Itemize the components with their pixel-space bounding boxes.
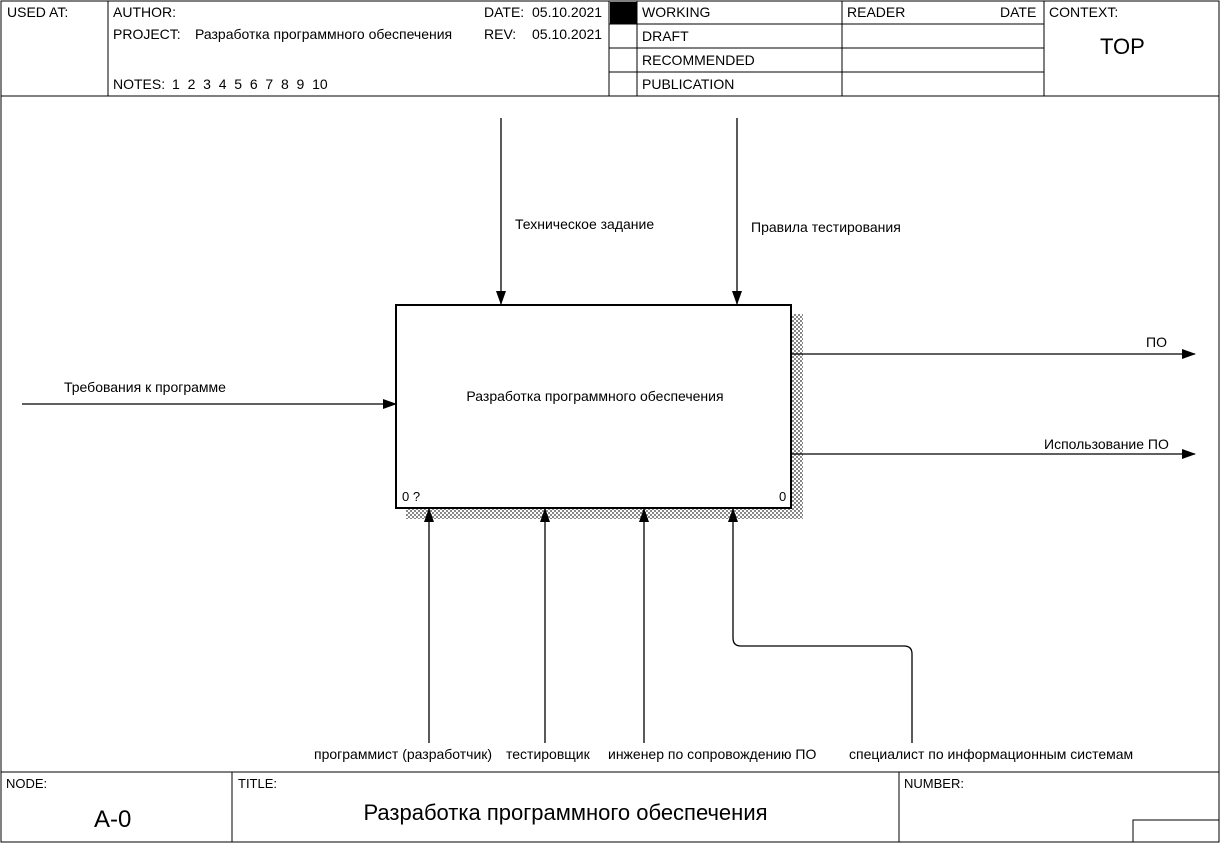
project-label: PROJECT:	[113, 26, 181, 42]
status-recommended[interactable]: RECOMMENDED	[642, 52, 755, 68]
activity-label: Разработка программного обеспечения	[466, 388, 724, 404]
status-draft[interactable]: DRAFT	[642, 28, 689, 44]
used-at-label: USED AT:	[7, 4, 69, 20]
title-label: TITLE:	[238, 776, 278, 791]
reader-label: READER	[847, 4, 906, 20]
notes-label: NOTES:	[113, 76, 166, 92]
rev-label: REV:	[484, 26, 517, 42]
activity-number: 0	[779, 489, 787, 504]
status-publication[interactable]: PUBLICATION	[642, 76, 735, 92]
author-label: AUTHOR:	[113, 4, 176, 20]
project-value: Разработка программного обеспечения	[195, 26, 453, 42]
input-label: Требования к программе	[64, 379, 226, 395]
node-label: NODE:	[6, 776, 48, 791]
page-title: Разработка программного обеспечения	[363, 800, 768, 825]
mechanism-label-3: инженер по сопровождению ПО	[608, 746, 817, 762]
mechanism-label-2: тестировщик	[506, 746, 590, 762]
notes-value: 1 2 3 4 5 6 7 8 9 10	[172, 76, 328, 92]
output-label-1: ПО	[1146, 334, 1167, 350]
control-label-1: Техническое задание	[515, 216, 655, 232]
status-working[interactable]: WORKING	[642, 4, 711, 20]
mechanism-label-1: программист (разработчик)	[314, 746, 493, 762]
control-label-2: Правила тестирования	[751, 219, 901, 235]
activity-cost: 0 ?	[402, 489, 421, 504]
date-label: DATE:	[484, 4, 525, 20]
context-label: CONTEXT:	[1049, 4, 1119, 20]
number-label: NUMBER:	[904, 776, 964, 791]
rev-value: 05.10.2021	[532, 26, 603, 42]
mechanism-arrow-4[interactable]	[728, 508, 913, 743]
reader-date-label: DATE	[1000, 4, 1037, 20]
context-value: TOP	[1100, 34, 1145, 59]
output-label-2: Использование ПО	[1044, 436, 1169, 452]
date-value: 05.10.2021	[532, 4, 603, 20]
activity-box[interactable]	[395, 304, 792, 509]
node-value: A-0	[94, 806, 132, 833]
mechanism-label-4: специалист по информационным системам	[849, 746, 1134, 762]
